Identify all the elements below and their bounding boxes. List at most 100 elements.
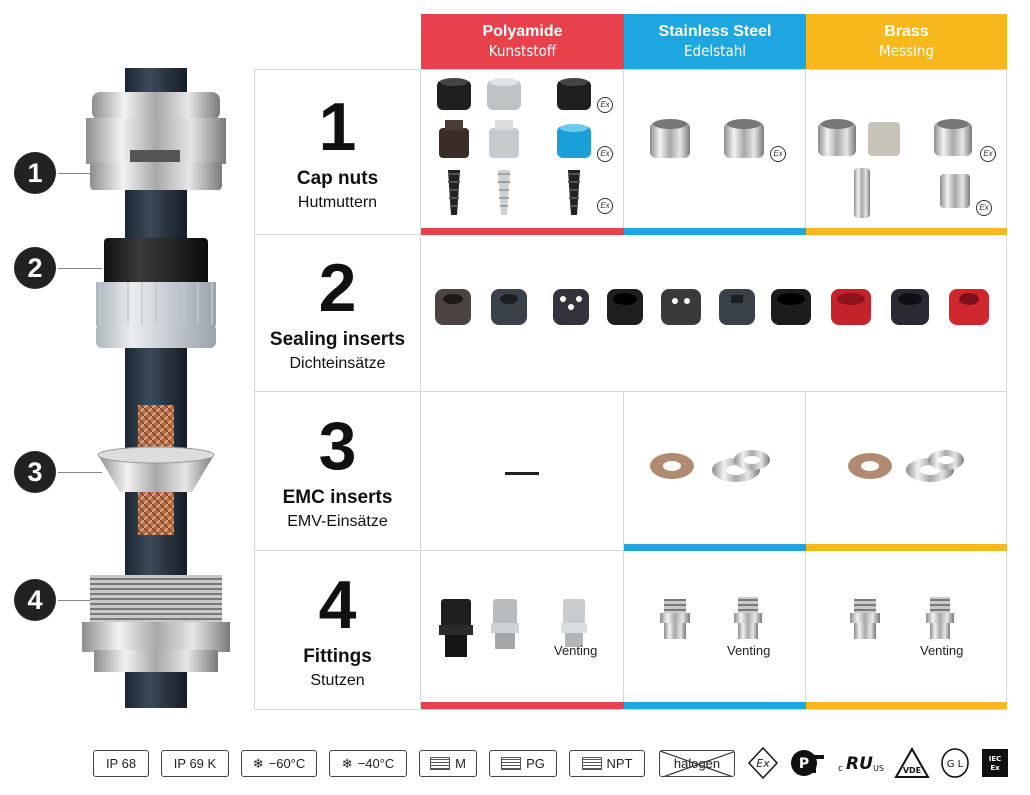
gl-icon: G L xyxy=(940,746,970,780)
strike-through-icon xyxy=(660,751,734,776)
bar-fittings-stainless xyxy=(624,702,806,709)
snowflake-icon: ❄ xyxy=(252,755,264,771)
svg-text:Ex: Ex xyxy=(756,757,770,770)
column-subtitle-stainless: Edelstahl xyxy=(683,42,747,60)
cell-fittings-stainless: Venting xyxy=(624,551,806,710)
column-header-brass: Brass Messing xyxy=(806,14,1007,69)
assembly-number-4: 4 xyxy=(14,579,56,621)
badge-halogen-free: halogen xyxy=(659,750,735,777)
cell-sealing-inserts-all xyxy=(421,235,1007,392)
badge-thread-pg: PG xyxy=(489,750,557,777)
venting-label: Venting xyxy=(727,643,771,658)
venting-label: Venting xyxy=(554,643,598,658)
svg-text:VDE: VDE xyxy=(903,766,921,775)
badge-ip69k: IP 69 K xyxy=(161,750,229,777)
cell-emc-inserts-brass xyxy=(806,392,1007,551)
not-available-dash xyxy=(505,472,539,475)
cell-cap-nuts-stainless: Ex xyxy=(624,69,806,235)
column-subtitle-polyamide: Kunststoff xyxy=(488,42,557,60)
badge-temp-40-label: −40°C xyxy=(357,756,395,771)
row-label-fittings: Fittings xyxy=(303,646,372,667)
ex-mark-icon: Ex xyxy=(597,97,613,113)
bar-emc-brass xyxy=(806,544,1007,551)
ex-mark-icon: Ex xyxy=(770,146,786,162)
cell-cap-nuts-polyamide: Ex Ex Ex xyxy=(421,69,624,235)
svg-text:P: P xyxy=(799,756,809,772)
venting-label: Venting xyxy=(920,643,964,658)
brass-cap-nuts-image xyxy=(818,119,972,218)
badge-temp-60-label: −60°C xyxy=(268,756,306,771)
row-label-sealing-inserts: Sealing inserts xyxy=(269,329,406,350)
cell-fittings-brass: Venting xyxy=(806,551,1007,710)
stainless-cap-nuts-image xyxy=(650,119,764,158)
leader-line-2 xyxy=(58,268,102,269)
bar-fittings-brass xyxy=(806,702,1007,709)
badge-temp-60: ❄ −60°C xyxy=(241,750,317,777)
row-header-emc-inserts: 3 EMC inserts EMV-Einsätze xyxy=(254,392,421,551)
row-label-cap-nuts: Cap nuts xyxy=(296,168,379,189)
column-header-polyamide: Polyamide Kunststoff xyxy=(421,14,624,69)
cell-fittings-polyamide: Venting xyxy=(421,551,624,710)
brass-fittings-image xyxy=(850,597,954,639)
assembly-number-2: 2 xyxy=(14,247,56,289)
thread-icon xyxy=(430,757,451,770)
leader-line-4 xyxy=(58,600,90,601)
column-title-stainless: Stainless Steel xyxy=(658,23,772,40)
svg-text:IEC: IEC xyxy=(989,755,1002,763)
row-number-3: 3 xyxy=(318,408,357,484)
cable-gland-assembly: 1 2 3 4 xyxy=(0,0,250,720)
badge-thread-pg-label: PG xyxy=(526,756,545,771)
badge-thread-m: M xyxy=(419,750,477,777)
badge-temp-40: ❄ −40°C xyxy=(329,750,407,777)
stainless-emc-inserts-image xyxy=(650,450,770,482)
row-label-de-hutmuttern: Hutmuttern xyxy=(297,194,378,211)
row-label-de-dichteinsaetze: Dichteinsätze xyxy=(289,355,386,372)
badge-thread-npt: NPT xyxy=(569,750,645,777)
cable-gland-exploded-illustration xyxy=(82,68,230,708)
ex-mark-icon: Ex xyxy=(976,200,992,216)
ex-mark-icon: Ex xyxy=(597,198,613,214)
bar-cap-nuts-stainless xyxy=(624,228,806,235)
leader-line-1 xyxy=(58,173,92,174)
brass-emc-inserts-image xyxy=(848,450,964,482)
cell-cap-nuts-brass: Ex Ex xyxy=(806,69,1007,235)
thread-icon xyxy=(501,757,522,770)
stainless-fittings-image xyxy=(660,597,762,639)
bar-emc-stainless xyxy=(624,544,806,551)
row-number-4: 4 xyxy=(318,567,357,643)
row-number-2: 2 xyxy=(318,250,357,326)
snowflake-icon: ❄ xyxy=(341,755,353,771)
column-title-polyamide: Polyamide xyxy=(482,23,563,40)
vde-icon: VDE xyxy=(894,746,930,780)
row-header-fittings: 4 Fittings Stutzen xyxy=(254,551,421,710)
badge-ip68-label: IP 68 xyxy=(105,756,137,771)
column-subtitle-brass: Messing xyxy=(879,42,934,60)
row-label-de-emv-einsaetze: EMV-Einsätze xyxy=(287,513,388,530)
row-label-emc-inserts: EMC inserts xyxy=(282,487,393,508)
thread-icon xyxy=(581,757,602,770)
bar-cap-nuts-polyamide xyxy=(421,228,624,235)
polyamide-cap-nuts-image xyxy=(437,78,591,215)
row-header-sealing-inserts: 2 Sealing inserts Dichteinsätze xyxy=(254,235,421,392)
svg-text:RU: RU xyxy=(846,754,873,774)
row-label-de-stutzen: Stutzen xyxy=(310,672,365,689)
row-number-1: 1 xyxy=(318,89,357,165)
svg-text:US: US xyxy=(873,764,884,773)
badge-thread-npt-label: NPT xyxy=(606,756,633,771)
gost-r-icon: P xyxy=(790,746,826,780)
column-header-stainless: Stainless Steel Edelstahl xyxy=(624,14,806,69)
bar-cap-nuts-brass xyxy=(806,228,1007,235)
badge-ip68: IP 68 xyxy=(93,750,149,777)
leader-line-3 xyxy=(58,472,102,473)
row-header-cap-nuts: 1 Cap nuts Hutmuttern xyxy=(254,69,421,235)
cell-emc-inserts-polyamide xyxy=(421,392,624,551)
badge-thread-m-label: M xyxy=(455,756,466,771)
assembly-number-3: 3 xyxy=(14,451,56,493)
svg-text:Ex: Ex xyxy=(990,764,1000,772)
ex-mark-icon: Ex xyxy=(980,146,996,162)
svg-text:c: c xyxy=(838,764,843,774)
ex-icon: Ex xyxy=(748,746,778,780)
bar-fittings-polyamide xyxy=(421,702,624,709)
